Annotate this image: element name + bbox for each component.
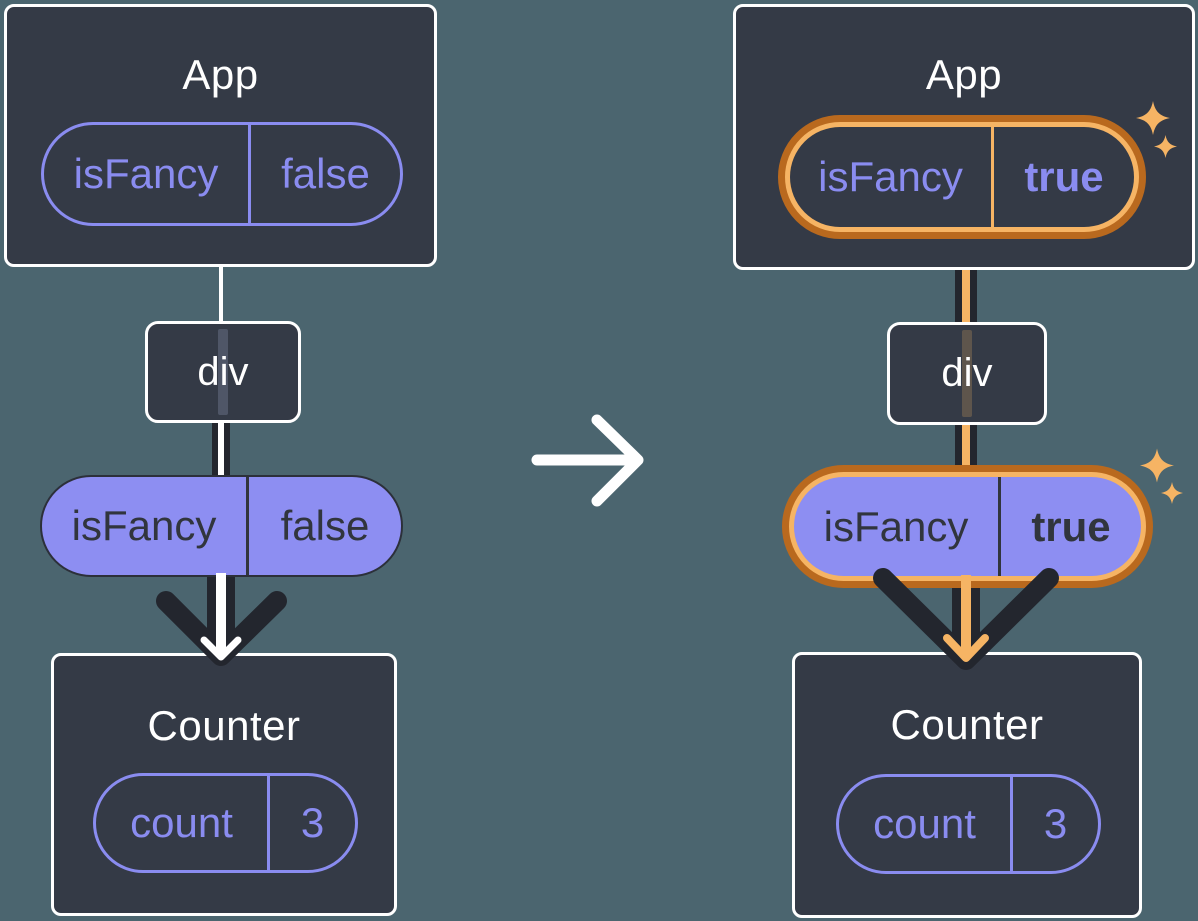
sparkle-icon (1154, 135, 1177, 158)
right-prop-pill: isFancy true (794, 477, 1141, 576)
pill-divider (998, 477, 1001, 576)
sparkle-icon (1140, 448, 1174, 483)
pill-divider (1010, 777, 1013, 871)
state-key: isFancy (73, 150, 219, 197)
prop-key: isFancy (71, 502, 217, 549)
state-value: 3 (1043, 800, 1068, 847)
state-key: count (130, 799, 233, 846)
right-app-state-pill-highlight: isFancy true (778, 115, 1146, 239)
pill-divider (246, 477, 249, 575)
prop-value: false (280, 502, 370, 549)
right-app-card: App isFancy true (733, 4, 1195, 270)
left-app-div-connector (219, 265, 223, 325)
right-div-label: div (941, 351, 993, 395)
right-counter-title: Counter (890, 701, 1044, 748)
left-counter-card: Counter count 3 (51, 653, 397, 916)
pass-through-line (218, 329, 228, 415)
state-key: count (873, 800, 976, 847)
right-div-node: div (887, 322, 1047, 425)
left-div-pill-connector (212, 421, 230, 479)
left-pill-counter-connector (207, 568, 235, 650)
right-app-state-pill: isFancy true (790, 127, 1134, 227)
transition-right-arrow-icon (531, 414, 644, 507)
state-value: 3 (300, 799, 325, 846)
left-app-card: App isFancy false (4, 4, 437, 267)
left-app-title: App (182, 51, 259, 98)
right-app-title: App (925, 51, 1003, 98)
prop-key: isFancy (823, 502, 969, 550)
right-prop-pill-highlight: isFancy true (782, 465, 1153, 588)
pass-through-line (962, 330, 972, 417)
state-value: false (281, 150, 370, 197)
left-counter-title: Counter (147, 702, 301, 749)
pill-divider (267, 776, 270, 870)
left-counter-state-pill: count 3 (93, 773, 358, 873)
state-key: isFancy (818, 153, 963, 200)
left-div-node: div (145, 321, 301, 423)
pill-divider (991, 127, 994, 227)
left-div-label: div (197, 349, 249, 394)
pill-divider (248, 125, 251, 223)
sparkle-icon (1136, 101, 1170, 135)
right-counter-card: Counter count 3 (792, 652, 1142, 918)
prop-value: true (1031, 502, 1111, 550)
state-value: true (1024, 153, 1104, 200)
left-prop-pill: isFancy false (40, 475, 403, 577)
right-counter-state-pill: count 3 (836, 774, 1101, 874)
sparkle-icon (1161, 482, 1183, 504)
left-app-state-pill: isFancy false (41, 122, 403, 226)
